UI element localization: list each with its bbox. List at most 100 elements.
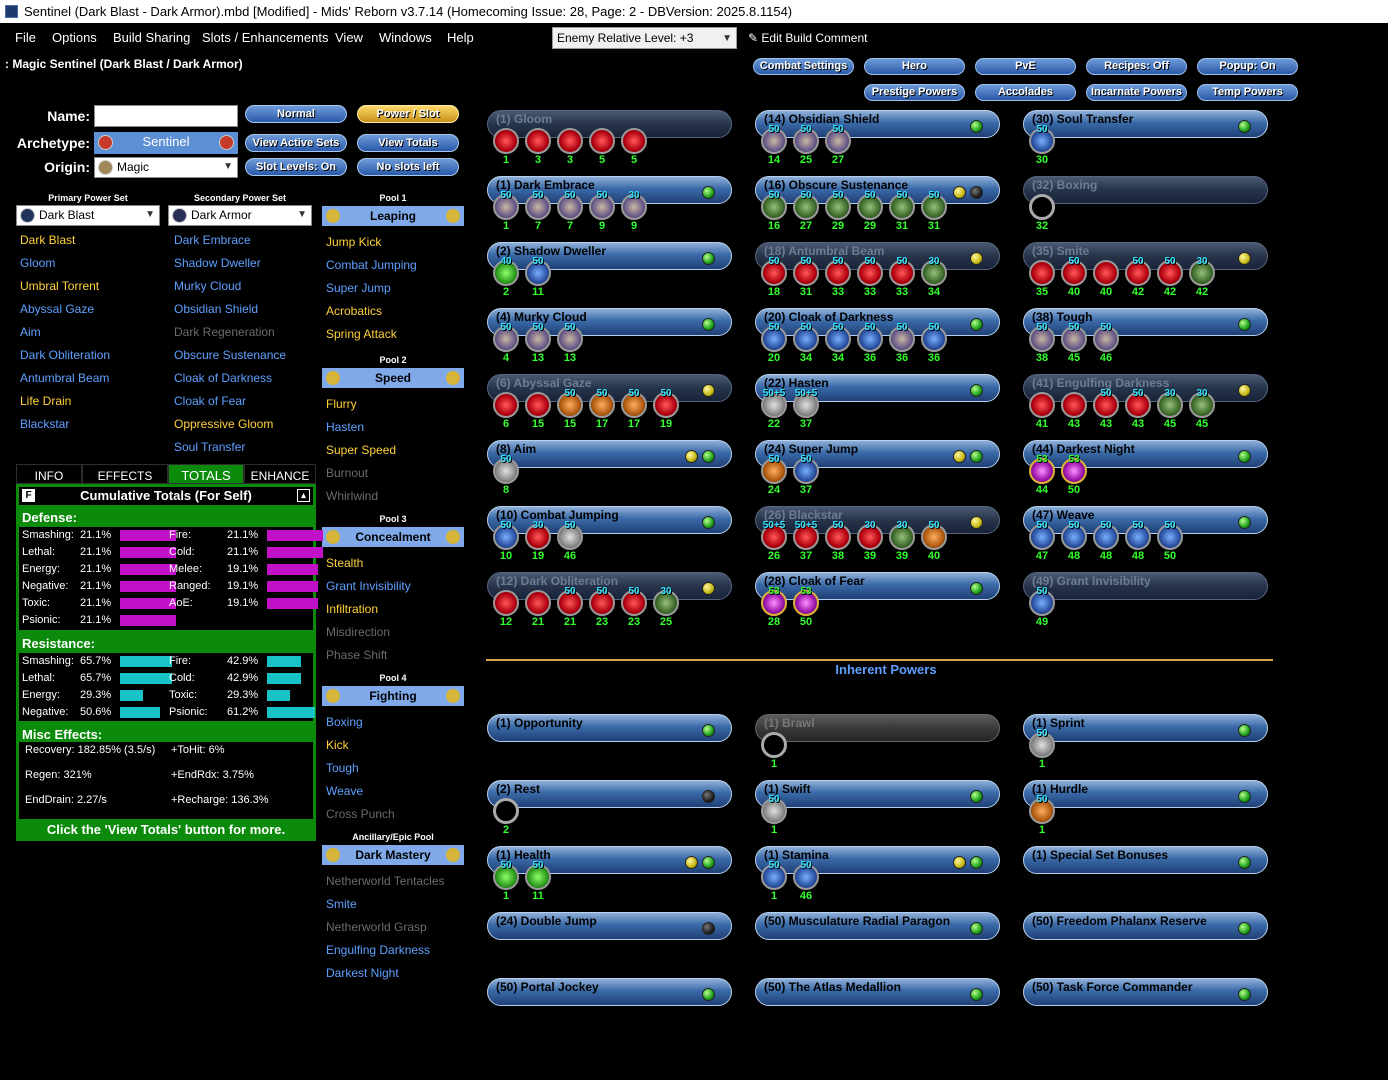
filter-toggle[interactable]: F xyxy=(22,489,35,502)
enhancement-slot-icon[interactable] xyxy=(857,260,883,286)
enhancement-slot-icon[interactable] xyxy=(1029,732,1055,758)
enhancement-slot-icon[interactable] xyxy=(621,128,647,154)
power-slot-bar[interactable] xyxy=(1023,978,1268,1006)
enhancement-slot-icon[interactable] xyxy=(1093,524,1119,550)
secondary-power-item[interactable]: Obsidian Shield xyxy=(174,302,259,316)
pool-power-item[interactable]: Cross Punch xyxy=(326,807,395,821)
pool-power-item[interactable]: Darkest Night xyxy=(326,966,399,980)
pool-power-item[interactable]: Smite xyxy=(326,897,357,911)
enhancement-slot-icon[interactable] xyxy=(1029,326,1055,352)
enhancement-slot-icon[interactable] xyxy=(1029,128,1055,154)
enhancement-slot-icon[interactable] xyxy=(889,194,915,220)
pool-power-item[interactable]: Kick xyxy=(326,738,349,752)
tab-effects[interactable]: EFFECTS xyxy=(82,464,168,484)
recipes-button[interactable]: Recipes: Off xyxy=(1086,58,1187,75)
secondary-power-item[interactable]: Murky Cloud xyxy=(174,279,242,293)
power-slot[interactable]: (50) Musculature Radial Paragon xyxy=(755,912,1005,972)
menu-view[interactable]: View xyxy=(335,30,363,45)
power-slot-bar[interactable] xyxy=(1023,110,1268,138)
enhancement-slot-icon[interactable] xyxy=(493,326,519,352)
enhancement-slot-icon[interactable] xyxy=(1061,326,1087,352)
enhancement-slot-icon[interactable] xyxy=(761,128,787,154)
hero-button[interactable]: Hero xyxy=(864,58,965,75)
power-slot-bar[interactable] xyxy=(755,714,1000,742)
enhancement-slot-icon[interactable] xyxy=(493,128,519,154)
pool-power-item[interactable]: Misdirection xyxy=(326,625,391,639)
primary-power-item[interactable]: Aim xyxy=(20,325,41,339)
enhancement-slot-icon[interactable] xyxy=(857,326,883,352)
enemy-level-select[interactable]: Enemy Relative Level: +3 ▼ xyxy=(552,27,737,49)
enhancement-slot-icon[interactable] xyxy=(1029,590,1055,616)
pool-set-select[interactable]: Fighting xyxy=(322,686,464,706)
power-slot-bar[interactable] xyxy=(1023,572,1268,600)
enhancement-slot-icon[interactable] xyxy=(761,798,787,824)
pool-power-item[interactable]: Grant Invisibility xyxy=(326,579,411,593)
pool-power-item[interactable]: Combat Jumping xyxy=(326,258,417,272)
enhancement-slot-icon[interactable] xyxy=(621,590,647,616)
pool-power-item[interactable]: Netherworld Tentacles xyxy=(326,874,445,888)
power-slot-bar[interactable] xyxy=(1023,780,1268,808)
enhancement-slot-icon[interactable] xyxy=(493,798,519,824)
enhancement-slot-icon[interactable] xyxy=(557,590,583,616)
enhancement-slot-icon[interactable] xyxy=(589,128,615,154)
enhancement-slot-icon[interactable] xyxy=(1093,392,1119,418)
enhancement-slot-icon[interactable] xyxy=(1029,798,1055,824)
power-slot-button[interactable]: Power / Slot xyxy=(357,105,459,123)
enhancement-slot-icon[interactable] xyxy=(921,524,947,550)
enhancement-slot-icon[interactable] xyxy=(525,590,551,616)
incarnate-powers-button[interactable]: Incarnate Powers xyxy=(1086,84,1187,101)
pool-set-select[interactable]: Leaping xyxy=(322,206,464,226)
power-slot-bar[interactable] xyxy=(487,912,732,940)
enhancement-slot-icon[interactable] xyxy=(557,326,583,352)
pool-power-item[interactable]: Engulfing Darkness xyxy=(326,943,431,957)
primary-power-item[interactable]: Antumbral Beam xyxy=(20,371,110,385)
power-slot-bar[interactable] xyxy=(1023,846,1268,874)
power-slot-bar[interactable] xyxy=(487,978,732,1006)
pool-power-item[interactable]: Boxing xyxy=(326,715,363,729)
enhancement-slot-icon[interactable] xyxy=(1029,194,1055,220)
secondary-power-item[interactable]: Obscure Sustenance xyxy=(174,348,287,362)
temp-powers-button[interactable]: Temp Powers xyxy=(1197,84,1298,101)
pool-power-item[interactable]: Burnout xyxy=(326,466,369,480)
enhancement-slot-icon[interactable] xyxy=(793,864,819,890)
secondary-power-item[interactable]: Dark Embrace xyxy=(174,233,251,247)
pool-power-item[interactable]: Hasten xyxy=(326,420,365,434)
tab-enhance[interactable]: ENHANCE xyxy=(244,464,316,484)
secondary-power-item[interactable]: Dark Regeneration xyxy=(174,325,275,339)
enhancement-slot-icon[interactable] xyxy=(1157,392,1183,418)
pool-set-select[interactable]: Dark Mastery xyxy=(322,845,464,865)
archetype-select[interactable]: Sentinel xyxy=(94,132,238,154)
enhancement-slot-icon[interactable] xyxy=(761,864,787,890)
secondary-power-item[interactable]: Soul Transfer xyxy=(174,440,246,454)
secondary-power-item[interactable]: Shadow Dweller xyxy=(174,256,261,270)
pool-power-item[interactable]: Spring Attack xyxy=(326,327,397,341)
power-slot-bar[interactable] xyxy=(1023,176,1268,204)
enhancement-slot-icon[interactable] xyxy=(557,194,583,220)
power-slot-bar[interactable] xyxy=(755,912,1000,940)
power-slot-bar[interactable] xyxy=(487,780,732,808)
enhancement-slot-icon[interactable] xyxy=(493,260,519,286)
enhancement-slot-icon[interactable] xyxy=(493,458,519,484)
enhancement-slot-icon[interactable] xyxy=(557,128,583,154)
enhancement-slot-icon[interactable] xyxy=(825,524,851,550)
enhancement-slot-icon[interactable] xyxy=(1029,392,1055,418)
enhancement-slot-icon[interactable] xyxy=(857,194,883,220)
power-slot[interactable]: (50) Freedom Phalanx Reserve xyxy=(1023,912,1273,972)
primary-power-item[interactable]: Dark Blast xyxy=(20,233,76,247)
enhancement-slot-icon[interactable] xyxy=(525,128,551,154)
enhancement-slot-icon[interactable] xyxy=(1125,392,1151,418)
